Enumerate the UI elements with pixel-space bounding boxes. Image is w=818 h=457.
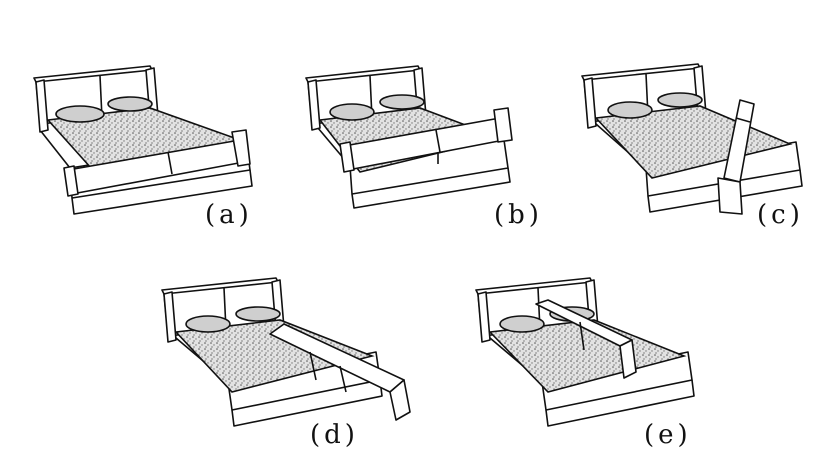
bed-panel-c bbox=[581, 63, 803, 215]
panel-label-e: (e) bbox=[644, 420, 692, 450]
bed-panel-e bbox=[475, 277, 695, 427]
bed-panel-b bbox=[305, 65, 513, 209]
bed-panel-d bbox=[161, 277, 411, 427]
panel-label-c: (c) bbox=[757, 200, 804, 230]
bed-panel-a bbox=[33, 65, 253, 215]
panel-label-d: (d) bbox=[310, 420, 359, 450]
panel-label-a: (a) bbox=[205, 200, 253, 230]
panel-label-b: (b) bbox=[494, 200, 543, 230]
